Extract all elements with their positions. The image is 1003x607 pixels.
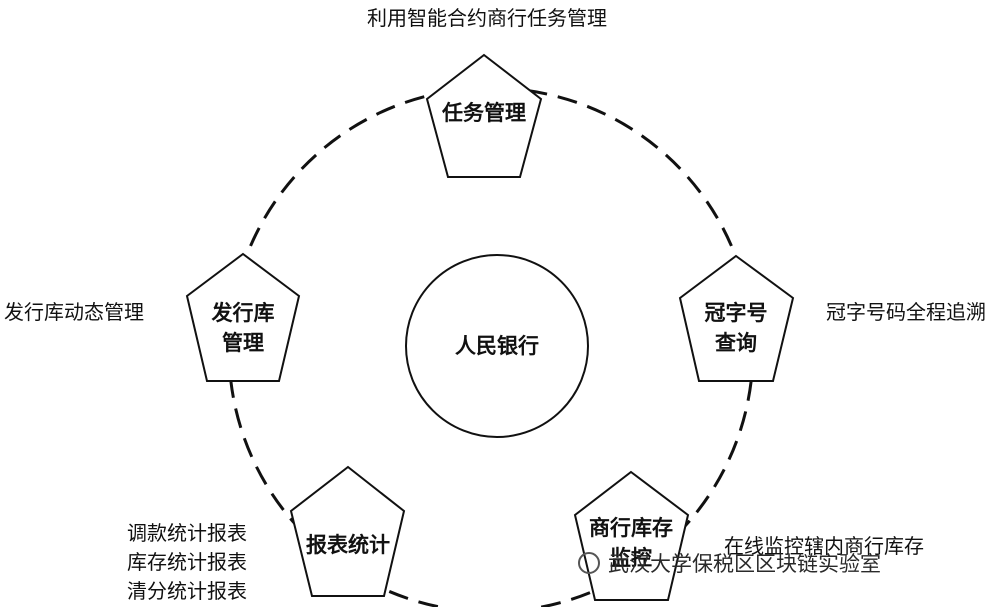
center-label: 人民银行 <box>455 333 539 358</box>
node-serial-shape <box>678 254 795 382</box>
node-bank-line: 监控 <box>610 545 652 570</box>
node-serial-line: 查询 <box>715 330 757 355</box>
node-bank-line: 商行库存 <box>589 515 673 540</box>
node-report-label: 报表统计 <box>298 530 398 560</box>
node-vault-shape <box>185 252 301 382</box>
node-report-line: 报表统计 <box>306 532 390 557</box>
watermark: 武汉大学保税区区块链实验室 <box>578 548 881 578</box>
node-vault-line: 发行库 <box>211 300 275 325</box>
annotation-report-line: 库存统计报表 <box>127 550 247 574</box>
annotation-report: 调款统计报表 库存统计报表 清分统计报表 <box>127 519 247 606</box>
node-report-shape <box>289 465 406 597</box>
node-vault-line: 管理 <box>222 330 264 355</box>
center-circle <box>405 254 589 438</box>
annotation-task: 利用智能合约商行任务管理 <box>367 6 607 30</box>
node-task-line: 任务管理 <box>442 100 526 125</box>
annotation-report-line: 调款统计报表 <box>127 521 247 545</box>
node-task-shape <box>425 53 543 178</box>
node-bank-shape <box>573 470 690 601</box>
node-bank-label: 商行库存 监控 <box>581 513 681 573</box>
node-task-label: 任务管理 <box>434 98 534 128</box>
annotation-report-line: 清分统计报表 <box>127 579 247 603</box>
node-vault-label: 发行库 管理 <box>193 298 293 358</box>
wechat-icon <box>578 552 600 574</box>
annotation-bank: 在线监控辖内商行库存 <box>724 534 924 558</box>
node-serial-line: 冠字号 <box>704 300 768 325</box>
annotation-vault: 发行库动态管理 <box>4 300 144 324</box>
annotation-serial: 冠字号码全程追溯 <box>826 300 986 324</box>
node-serial-label: 冠字号 查询 <box>686 298 786 358</box>
watermark-text: 武汉大学保税区区块链实验室 <box>608 552 881 576</box>
